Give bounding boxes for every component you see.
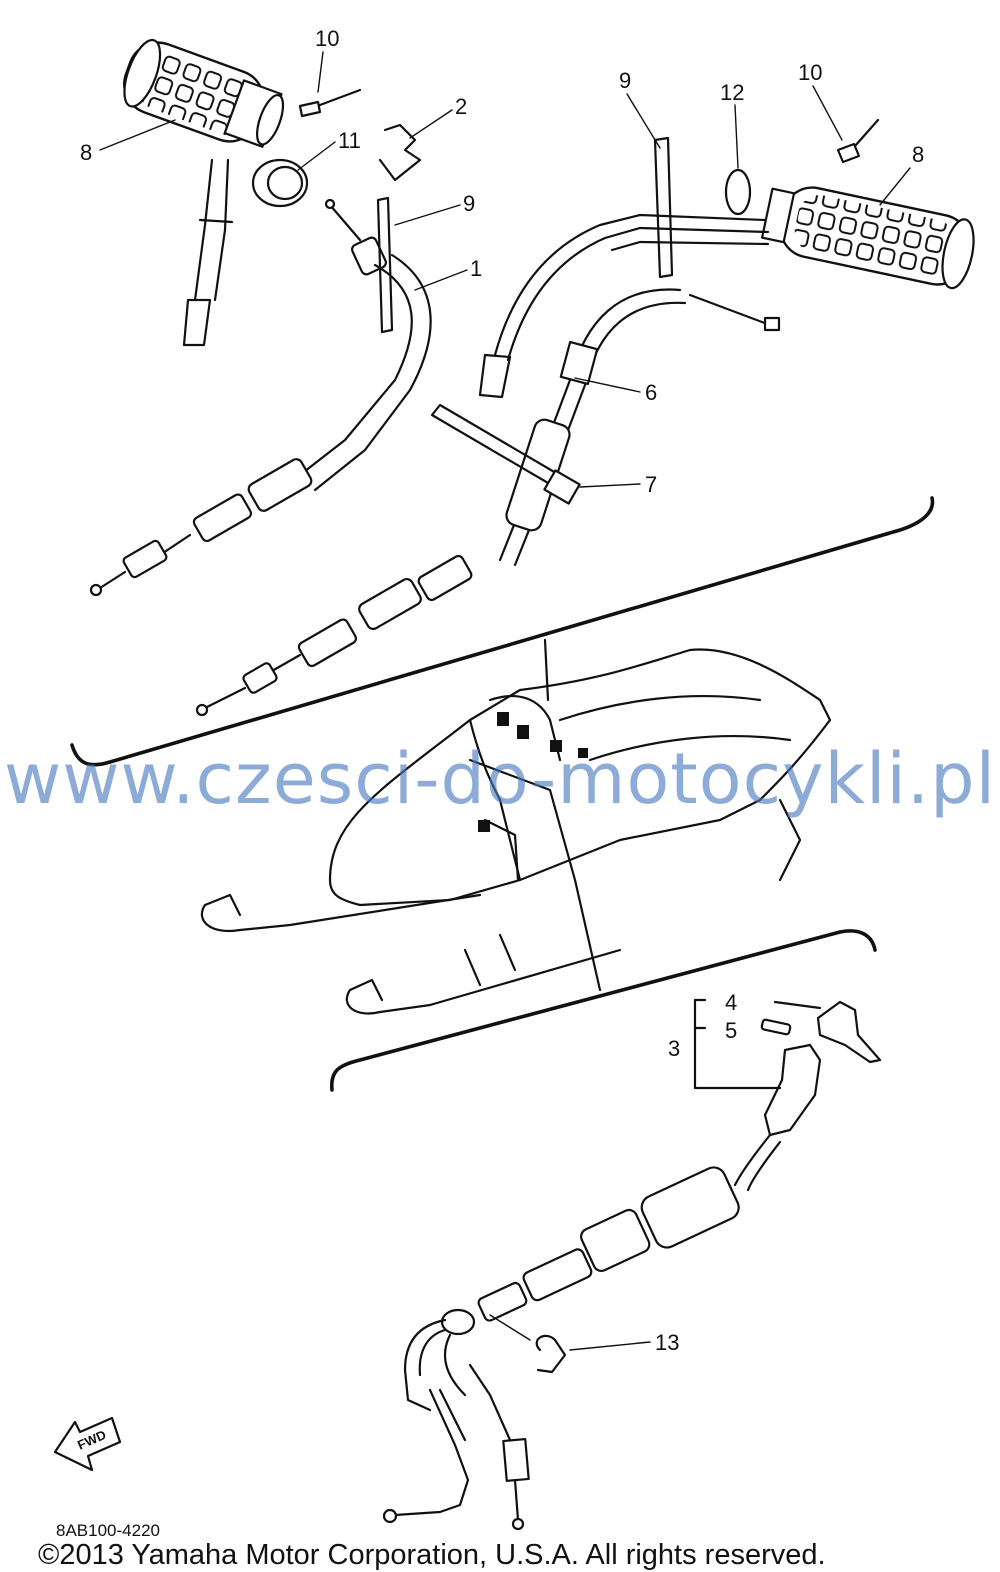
callout-3: 3 [668,1036,680,1061]
callout-6: 6 [645,380,657,405]
drawing-code: 8AB100-4220 [56,1521,160,1540]
callout-8-right: 8 [912,142,924,167]
callout-5: 5 [725,1018,737,1043]
copyright-notice: ©2013 Yamaha Motor Corporation, U.S.A. A… [38,1539,826,1571]
callout-12: 12 [720,80,744,105]
fwd-arrow-icon: FWD [53,1416,122,1472]
screw-10-left [298,88,362,118]
clip-2 [378,123,422,182]
lower-cable [382,1166,740,1531]
callout-2: 2 [455,94,467,119]
cable-tie-7 [430,403,581,505]
right-cable [195,288,781,717]
callout-7: 7 [645,472,657,497]
snowmobile-illustration [200,638,832,1015]
left-cable [89,198,432,597]
callout-8-left: 8 [80,140,92,165]
callout-10-left: 10 [315,26,339,51]
callout-13: 13 [655,1330,679,1355]
callout-11: 11 [338,128,361,153]
throttle-assembly [693,998,882,1192]
callout-labels: 8 10 2 11 9 1 9 12 10 8 6 7 4 5 3 13 [80,26,924,1355]
left-grip [123,38,285,347]
callout-9-left: 9 [463,191,475,216]
callout-9-right: 9 [619,68,631,93]
clip-13 [535,1334,567,1374]
cable-tie-9-right [653,136,674,279]
screw-10-right [836,118,880,164]
cable-tie-9-left [376,196,394,334]
callout-4: 4 [725,990,737,1015]
right-grip [478,186,975,399]
ring-11 [251,158,309,208]
ring-12 [724,168,752,216]
leader-lines [99,51,911,1351]
lower-section-divider [330,929,877,1092]
callout-1: 1 [470,256,482,281]
callout-10-right: 10 [798,60,822,85]
upper-section-divider [70,496,935,767]
watermark: www.czesci-do-motocykli.pl [3,738,997,820]
